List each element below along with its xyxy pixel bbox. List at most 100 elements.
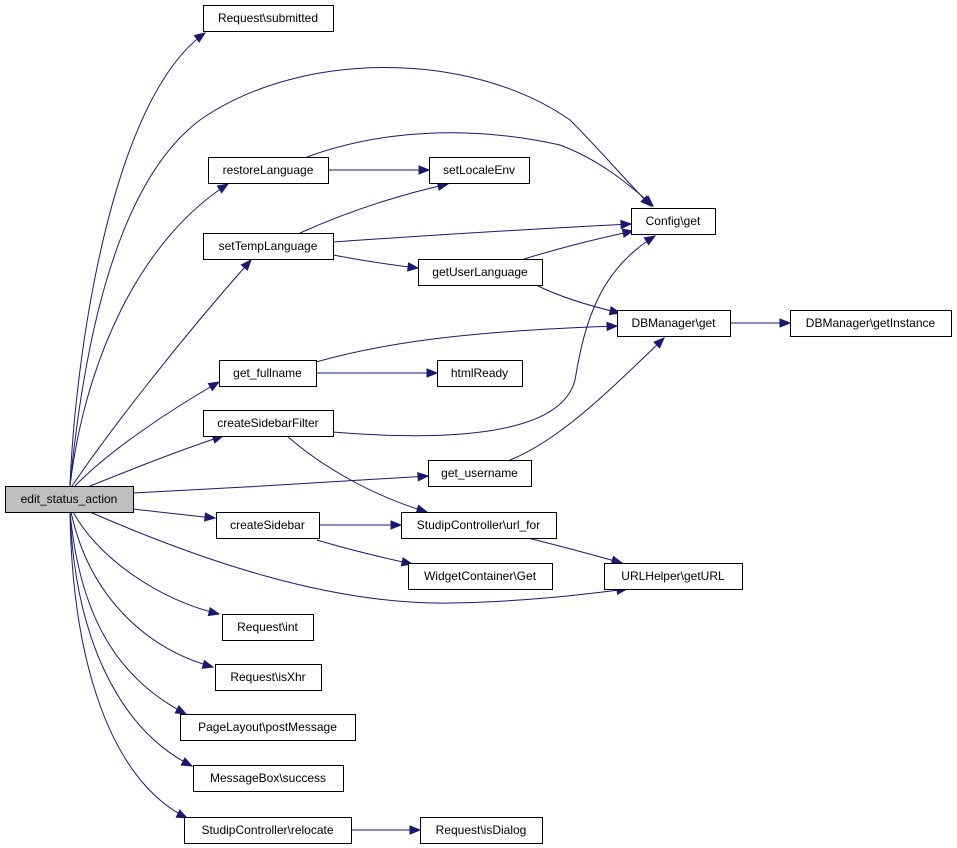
node-box <box>5 486 134 513</box>
node-label: DBManager\get <box>631 316 716 330</box>
arrowhead-icon <box>409 825 422 835</box>
edge-get_fullname-to-dbmanager_get <box>315 321 619 363</box>
node-label: URLHelper\getURL <box>621 569 725 583</box>
node-box <box>215 664 322 691</box>
arrowhead-icon <box>240 258 252 271</box>
node-set-temp-language[interactable]: setTempLanguage <box>203 233 334 260</box>
node-create-sidebar[interactable]: createSidebar <box>216 512 320 539</box>
edge-create_sidebar_filter-to-config_get <box>332 235 657 437</box>
edge-set_temp_language-to-config_get <box>332 219 633 243</box>
node-label: createSidebar <box>230 518 305 532</box>
edge-edit_status_action-to-request_int <box>72 511 221 617</box>
node-box <box>203 5 334 32</box>
node-html-ready[interactable]: htmlReady <box>437 360 523 387</box>
edge-line <box>332 223 632 243</box>
node-request-isdialog[interactable]: Request\isDialog <box>420 817 543 844</box>
edge-get_user_language-to-config_get <box>523 228 635 260</box>
edge-create_sidebar-to-widget_container_get <box>316 539 414 567</box>
edge-get_user_language-to-dbmanager_get <box>535 284 622 316</box>
node-get-username[interactable]: get_username <box>428 460 532 487</box>
node-request-int[interactable]: Request\int <box>222 614 314 641</box>
node-box <box>408 563 553 590</box>
edge-line <box>74 381 220 487</box>
arrowhead-icon <box>193 32 207 43</box>
node-pagelayout-postmessage[interactable]: PageLayout\postMessage <box>180 714 356 741</box>
node-request-isxhr[interactable]: Request\isXhr <box>215 664 322 691</box>
call-nodes: edit_status_action Request\submitted resto… <box>5 5 952 844</box>
node-label: Request\int <box>237 620 298 634</box>
node-get-fullname[interactable]: get_fullname <box>219 360 317 387</box>
edge-create_sidebar-to-studip_url_for <box>319 520 403 530</box>
edge-edit_status_action-to-create_sidebar_filter <box>89 434 225 487</box>
node-box <box>193 765 344 792</box>
node-box <box>420 817 543 844</box>
node-studip-relocate[interactable]: StudipController\relocate <box>184 817 352 844</box>
edge-line <box>316 539 413 565</box>
node-dbmanager-getinstance[interactable]: DBManager\getInstance <box>790 310 952 337</box>
edge-line <box>286 435 428 513</box>
arrowhead-icon <box>207 381 221 392</box>
edge-create_sidebar_filter-to-studip_url_for <box>286 435 429 514</box>
node-dbmanager-get[interactable]: DBManager\get <box>617 310 731 337</box>
edge-line <box>306 132 654 207</box>
edge-restore_language-to-set_locale_env <box>328 165 431 175</box>
node-label: WidgetContainer\Get <box>424 569 537 583</box>
node-box <box>184 817 352 844</box>
edge-line <box>332 235 656 437</box>
arrowhead-icon <box>642 195 654 207</box>
node-box <box>437 360 523 387</box>
edge-line <box>69 67 652 487</box>
edge-edit_status_action-to-pagelayout_postmessage <box>69 511 188 715</box>
arrowhead-icon <box>621 228 635 238</box>
edge-line <box>132 475 429 494</box>
node-urlhelper-geturl[interactable]: URLHelper\getURL <box>604 563 743 590</box>
call-edges <box>69 32 792 835</box>
node-label: DBManager\getInstance <box>806 316 936 330</box>
node-label: edit_status_action <box>21 492 118 506</box>
node-get-user-language[interactable]: getUserLanguage <box>418 259 543 286</box>
node-messagebox-success[interactable]: MessageBox\success <box>193 765 344 792</box>
arrowhead-icon <box>643 235 657 246</box>
node-request-submitted[interactable]: Request\submitted <box>203 5 334 32</box>
arrowhead-icon <box>174 704 188 715</box>
edge-line <box>332 254 419 269</box>
edge-get_username-to-dbmanager_get <box>509 337 665 461</box>
node-label: Request\isXhr <box>230 670 305 684</box>
edge-line <box>527 537 623 564</box>
node-config-get[interactable]: Config\get <box>631 208 716 235</box>
arrowhead-icon <box>390 520 403 530</box>
edge-line <box>299 183 449 234</box>
edge-edit_status_action-to-studip_relocate <box>69 511 189 819</box>
node-restore-language[interactable]: restoreLanguage <box>208 157 329 184</box>
arrowhead-icon <box>426 368 439 378</box>
node-widget-container-get[interactable]: WidgetContainer\Get <box>408 563 553 590</box>
node-box <box>604 563 743 590</box>
edge-edit_status_action-to-get_fullname <box>74 381 221 487</box>
node-edit-status-action[interactable]: edit_status_action <box>5 486 134 513</box>
node-label: StudipController\url_for <box>417 518 540 532</box>
arrowhead-icon <box>418 165 431 175</box>
arrowhead-icon <box>610 555 624 565</box>
edge-edit_status_action-to-request_submitted <box>69 32 207 487</box>
node-box <box>617 310 731 337</box>
node-set-locale-env[interactable]: setLocaleEnv <box>429 157 530 184</box>
node-box <box>790 310 952 337</box>
node-box <box>222 614 314 641</box>
edge-get_fullname-to-html_ready <box>316 368 439 378</box>
node-label: PageLayout\postMessage <box>198 720 337 734</box>
node-create-sidebar-filter[interactable]: createSidebarFilter <box>203 410 334 437</box>
arrowhead-icon <box>779 318 792 328</box>
node-box <box>203 233 334 260</box>
node-label: restoreLanguage <box>223 163 314 177</box>
node-studip-url-for[interactable]: StudipController\url_for <box>401 512 557 539</box>
edge-edit_status_action-to-config_get <box>69 67 652 487</box>
edge-line <box>535 284 621 314</box>
edge-line <box>72 511 220 615</box>
node-box <box>418 259 543 286</box>
node-label: createSidebarFilter <box>217 416 318 430</box>
edge-line <box>69 511 188 819</box>
edge-edit_status_action-to-set_temp_language <box>71 258 252 487</box>
arrowhead-icon <box>216 183 230 194</box>
node-label: get_fullname <box>233 366 302 380</box>
